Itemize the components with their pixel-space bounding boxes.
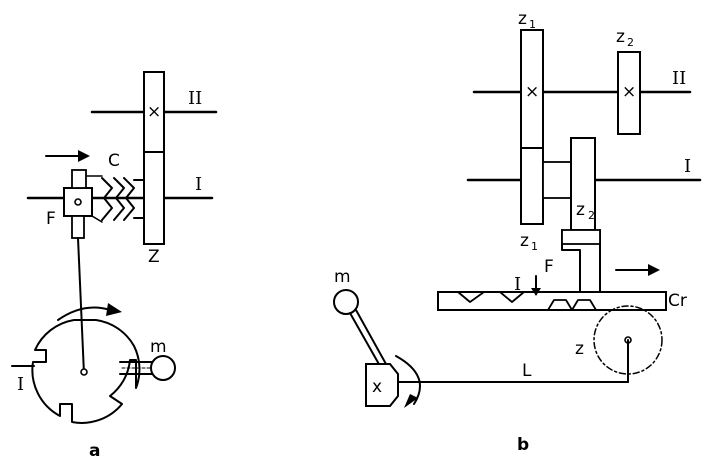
rotating-disc-a xyxy=(31,319,141,424)
clutch-right-a xyxy=(123,177,135,221)
gear-z1-lower-b xyxy=(520,147,544,225)
rotation-arc-b xyxy=(395,355,421,405)
fork-stem-a xyxy=(71,215,85,239)
label-link-b: L xyxy=(522,361,532,381)
label-z1-bottom-sub-b: 1 xyxy=(531,240,538,253)
gear-z1-cross-b: × xyxy=(525,82,539,102)
label-fork-b: F xyxy=(544,257,554,277)
rotation-head-a xyxy=(106,303,122,316)
clutch-mid-a xyxy=(113,177,125,221)
sleeve-b xyxy=(542,161,572,199)
detent-head-b xyxy=(531,288,541,296)
lever-cross-b: x xyxy=(372,377,382,397)
label-rack-b: Cr xyxy=(668,291,687,311)
lever-arm-left-b xyxy=(349,312,381,367)
lever-arm-right-b xyxy=(355,309,387,365)
label-z2-side-sub-b: 2 xyxy=(588,209,595,222)
fork-body-b xyxy=(561,229,601,293)
connecting-rod-a xyxy=(77,237,85,375)
label-mass-b: m xyxy=(334,267,351,287)
label-z2-side-b: z xyxy=(576,200,585,220)
arrow-head-a xyxy=(78,150,90,162)
fork-top-a xyxy=(71,169,87,189)
rotation-head-b xyxy=(404,394,418,408)
label-gear-z-a: Z xyxy=(148,247,160,267)
gear-cross-a: × xyxy=(147,102,161,122)
label-fork-a: F xyxy=(46,209,56,229)
mass-m-a xyxy=(150,355,176,381)
rack-notch-2-b xyxy=(499,291,525,303)
label-z2-top-sub-b: 2 xyxy=(627,36,634,49)
clutch-left-a xyxy=(101,177,113,221)
rotation-arc-a xyxy=(57,306,111,321)
disc-center-a xyxy=(80,368,88,376)
gear-z2-upper-b xyxy=(617,51,641,135)
label-shaft-ii-a: II xyxy=(188,88,202,109)
fork-head-b xyxy=(561,229,601,245)
gear-z2-cross-b: × xyxy=(622,82,636,102)
gear-z-a xyxy=(143,151,165,245)
lever-housing-b xyxy=(365,363,399,407)
label-rack-index-b: I xyxy=(514,274,521,295)
label-clutch-a: C xyxy=(108,151,120,171)
figure-b: II I × z 1 z 1 × z 2 z 2 F xyxy=(333,9,702,455)
label-z1-bottom-b: z xyxy=(520,231,529,251)
caption-b: b xyxy=(517,435,529,455)
label-shaft-i-b: I xyxy=(684,156,691,177)
label-shaft-ii-b: II xyxy=(672,68,686,89)
mass-m-b xyxy=(333,289,359,315)
label-pinion-b: z xyxy=(575,339,584,359)
rack-tooth-2-b xyxy=(571,299,597,311)
label-shaft-i-a: I xyxy=(195,174,202,195)
label-z1-top-sub-b: 1 xyxy=(529,18,536,31)
arrow-head-b xyxy=(648,264,660,276)
rack-cr-b xyxy=(437,291,667,311)
fork-arm-bot-a xyxy=(91,215,103,223)
rack-notch-1-b xyxy=(457,291,485,303)
rack-tooth-1-b xyxy=(547,299,573,311)
figure-a: II I × Z C F xyxy=(11,71,218,461)
label-z1-top-b: z xyxy=(518,9,527,29)
label-lever-shaft-a: I xyxy=(17,374,24,395)
fork-pivot-a xyxy=(74,198,82,206)
caption-a: a xyxy=(89,441,100,461)
label-mass-a: m xyxy=(150,337,167,357)
label-z2-top-b: z xyxy=(616,27,625,47)
